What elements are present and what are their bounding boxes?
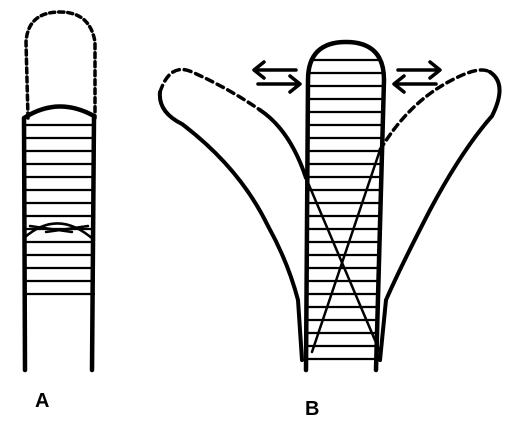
panel-b-crossed-lines	[306, 150, 380, 352]
panel-a-striped-segment	[24, 106, 94, 370]
panel-b	[160, 42, 500, 370]
panel-b-left-finger-dashed	[160, 70, 260, 111]
panel-b-label: B	[305, 399, 319, 419]
panel-a-crossed-lines	[24, 223, 94, 240]
right-double-arrow-icon	[394, 62, 440, 92]
panel-a-stripes	[20, 125, 100, 294]
panel-a	[20, 12, 100, 370]
left-double-arrow-icon	[254, 62, 300, 92]
panel-a-dashed-outline	[26, 12, 95, 118]
panel-b-right-finger-solid	[380, 72, 500, 360]
panel-a-label: A	[35, 391, 49, 411]
panel-b-left-finger-solid	[160, 92, 306, 360]
